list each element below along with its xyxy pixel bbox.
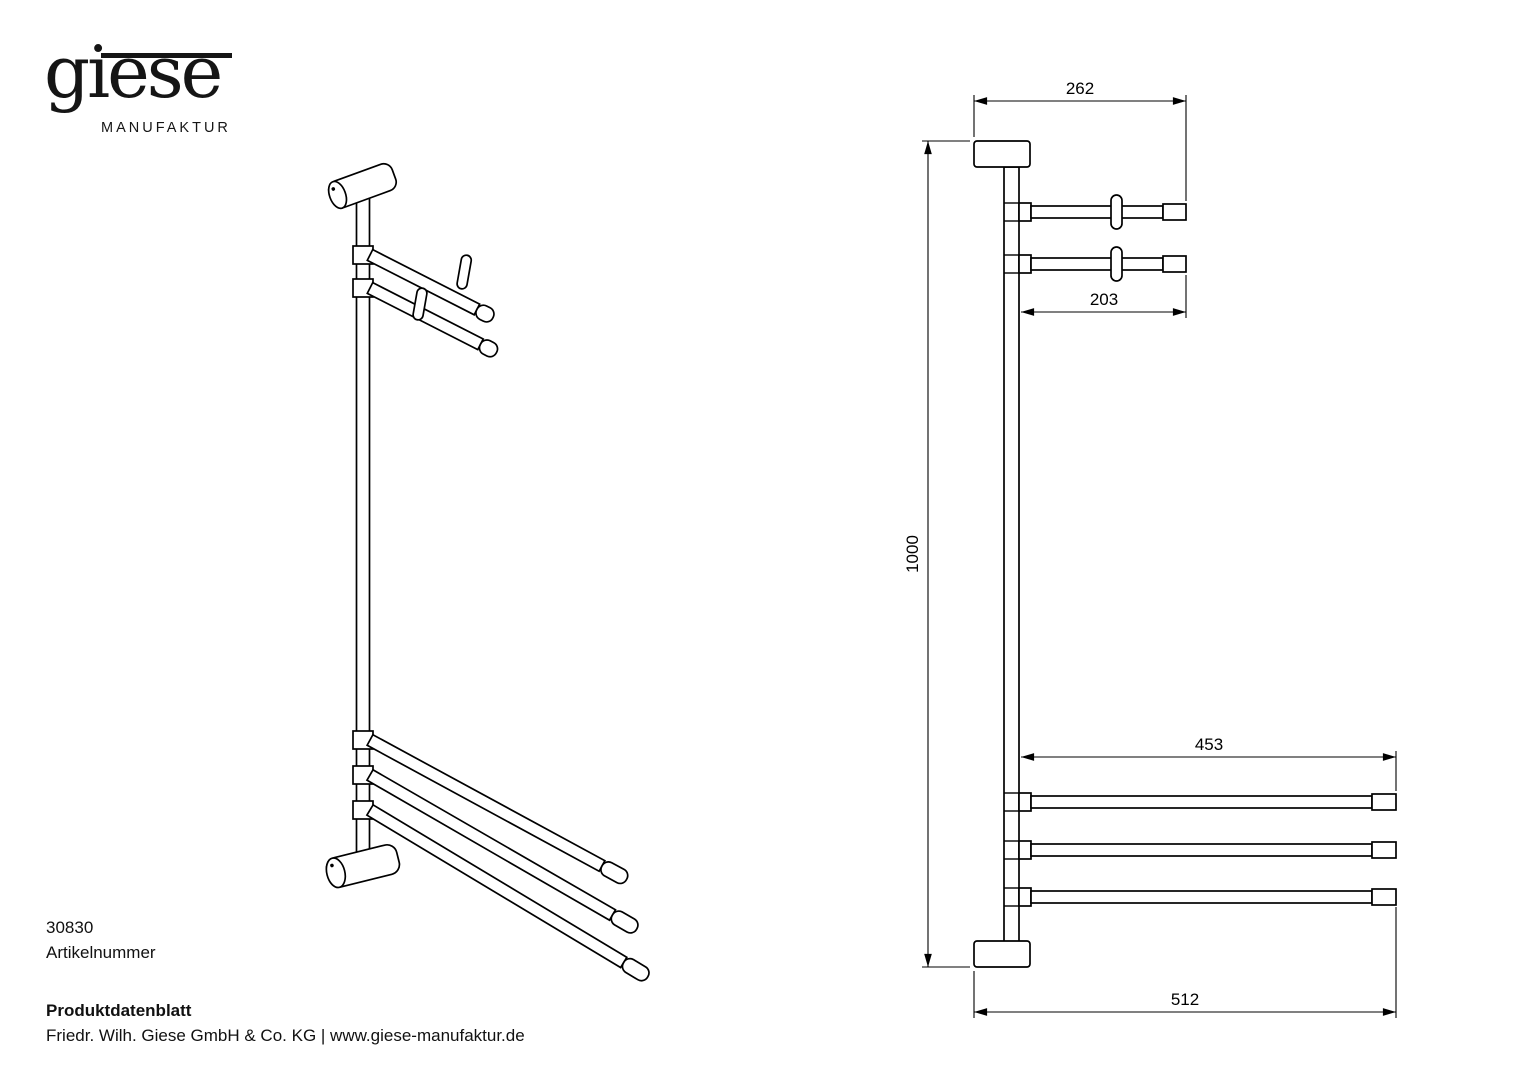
dimension-upper-arm-label: 203: [1090, 290, 1118, 309]
upper-arm-1-perspective: [366, 248, 495, 323]
hook-2-elevation: [1110, 246, 1123, 282]
hook-2-perspective: [412, 287, 428, 321]
perspective-view-drawing: [325, 162, 650, 982]
logo-subtitle: MANUFAKTUR: [101, 120, 231, 136]
lower-arm-2-elevation: [1018, 840, 1397, 860]
dimension-top-width: 262: [973, 79, 1187, 201]
giese-logo: giese MANUFAKTUR: [44, 36, 264, 146]
article-block: 30830 Artikelnummer: [46, 915, 156, 965]
pole-joint-seams: [1004, 202, 1019, 907]
lower-arm-1-elevation: [1018, 792, 1397, 812]
dimension-total-width: 512: [973, 907, 1397, 1018]
dimension-lower-arm: 453: [1021, 735, 1397, 791]
upper-arm-1-elevation: [1018, 194, 1187, 230]
dimension-lower-arm-label: 453: [1195, 735, 1223, 754]
lower-arm-3-perspective: [365, 803, 650, 982]
hook-1-perspective: [456, 254, 473, 290]
bottom-wall-bracket: [973, 940, 1031, 968]
dimension-top-width-label: 262: [1066, 79, 1094, 98]
elevation-view-drawing: [973, 140, 1397, 968]
article-number-label: Artikelnummer: [46, 943, 156, 962]
upper-arm-2-perspective: [366, 281, 499, 358]
lower-arm-2-perspective: [365, 768, 639, 934]
pole-elevation: [1003, 166, 1020, 943]
lower-arm-3-elevation: [1018, 887, 1397, 907]
dimension-height-label: 1000: [903, 535, 922, 573]
article-number: 30830: [46, 918, 94, 937]
dimension-height: 1000: [903, 140, 970, 968]
company-line: Friedr. Wilh. Giese GmbH & Co. KG | www.…: [46, 1026, 525, 1045]
upper-arm-2-elevation: [1018, 246, 1187, 282]
logo-overline: [101, 53, 232, 58]
datasheet-block: Produktdatenblatt Friedr. Wilh. Giese Gm…: [46, 998, 525, 1048]
top-wall-bracket: [973, 140, 1031, 168]
dimension-total-width-label: 512: [1171, 990, 1199, 1009]
datasheet-label: Produktdatenblatt: [46, 1001, 192, 1020]
dimension-upper-arm: 203: [1021, 275, 1187, 318]
logo-wordmark: giese: [44, 30, 223, 114]
lower-arm-1-perspective: [365, 733, 629, 885]
top-wall-mount-perspective: [327, 162, 398, 210]
bottom-wall-mount-perspective: [325, 844, 401, 889]
hook-1-elevation: [1110, 194, 1123, 230]
